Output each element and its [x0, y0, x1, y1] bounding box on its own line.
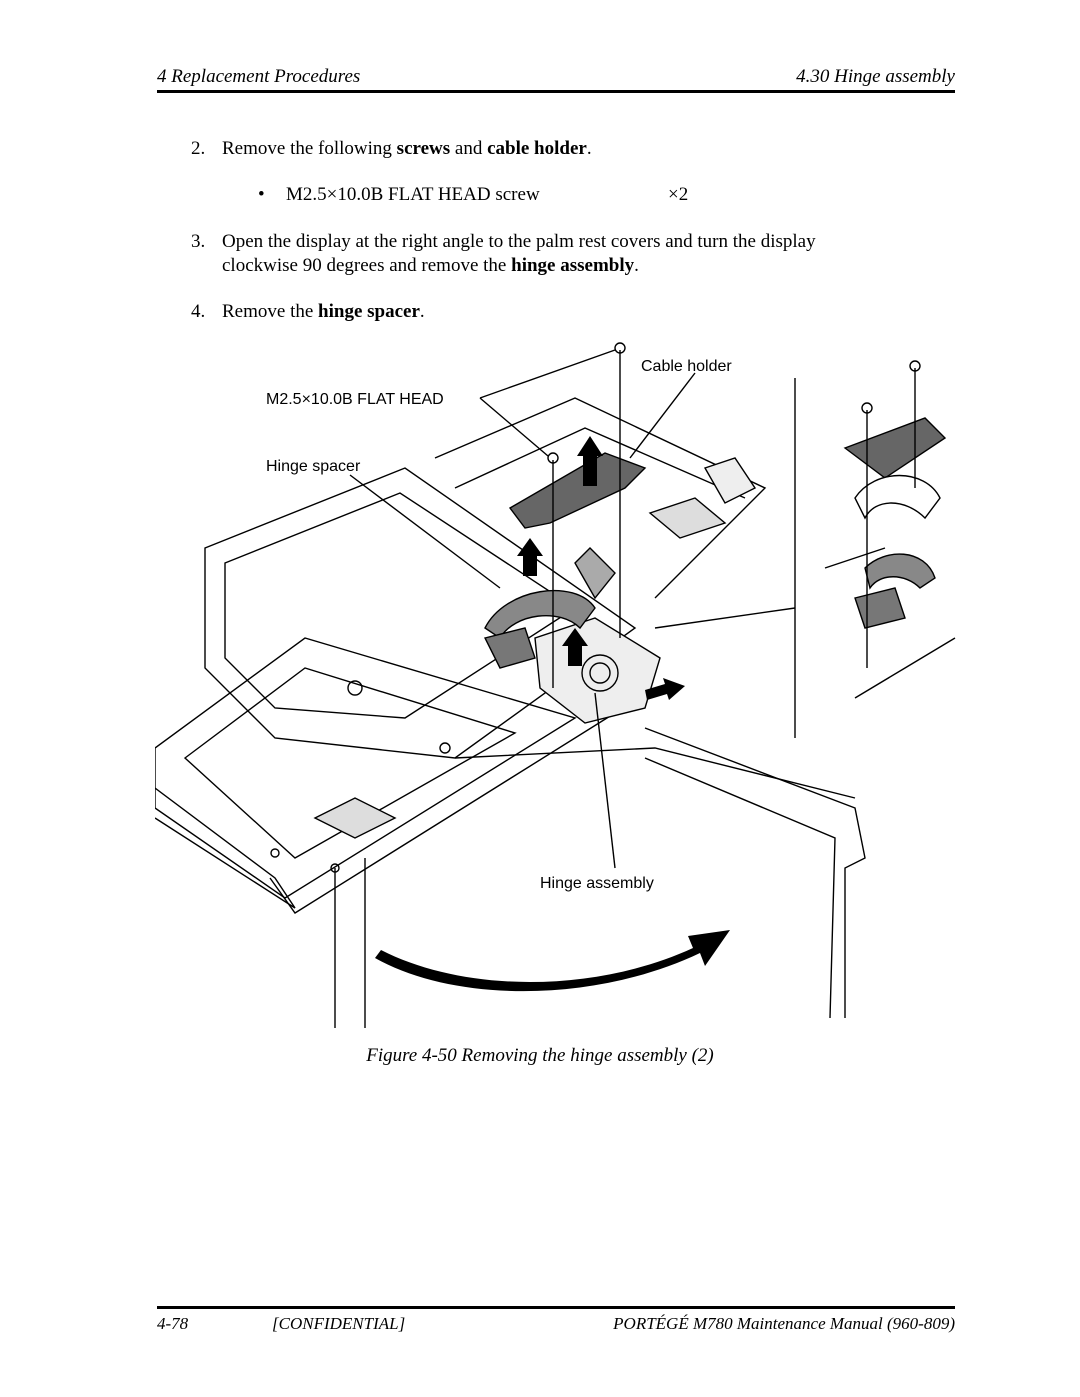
manual-title: PORTÉGÉ M780 Maintenance Manual (960-809…: [613, 1314, 955, 1333]
hinge-spacer-foot: [483, 627, 536, 669]
rotate-arrow-icon: [375, 930, 730, 992]
section-title: 4 Replacement Procedures: [157, 66, 361, 87]
inset-screw-head: [909, 360, 921, 372]
right-arrow-icon: [645, 678, 685, 700]
screw-spec: M2.5×10.0B FLAT HEAD screw: [286, 184, 540, 205]
display-right-edge: [644, 727, 866, 1018]
inset-screw-head: [861, 402, 873, 414]
inset-spacer-foot: [854, 587, 906, 629]
callout-hinge-spacer: [349, 474, 501, 589]
callout-hinge-assembly: [594, 692, 616, 869]
callout-screw: [479, 349, 616, 399]
page-footer: 4-78 [CONFIDENTIAL] PORTÉGÉ M780 Mainten…: [157, 1314, 955, 1338]
palm-rest-recess: [224, 492, 577, 719]
label-cable-holder: Cable holder: [641, 358, 732, 375]
inset-hinge: [854, 474, 941, 520]
step-text: Open the display at the right angle to t…: [222, 231, 816, 276]
hinge-assembly-diagram: Cable holder M2.5×10.0B FLAT HEAD Hinge …: [155, 342, 956, 1028]
hinge-assembly-plate: [534, 617, 661, 724]
callout-screw: [479, 397, 549, 457]
cable-holder: [508, 452, 647, 529]
boss: [347, 680, 363, 696]
boss: [270, 848, 280, 858]
connector-block: [648, 497, 727, 539]
lower-connector: [313, 797, 397, 839]
label-hinge-assembly: Hinge assembly: [540, 875, 654, 892]
hinge-pivot: [581, 654, 619, 692]
palm-rest-cover-front: [155, 637, 577, 899]
confidential-mark: [CONFIDENTIAL]: [272, 1314, 406, 1333]
screw-quantity: ×2: [668, 184, 689, 205]
step-number: 4.: [191, 301, 206, 322]
page-header: 4 Replacement Procedures 4.30 Hinge asse…: [157, 64, 955, 90]
footer-rule: [157, 1306, 955, 1309]
hinge-spacer: [484, 589, 596, 639]
up-arrow-icon: [517, 538, 543, 576]
page-number: 4-78: [157, 1314, 189, 1333]
header-rule: [157, 90, 955, 93]
label-screw: M2.5×10.0B FLAT HEAD: [266, 391, 444, 408]
figure-caption: Figure 4-50 Removing the hinge assembly …: [366, 1045, 714, 1066]
display-right-inner: [644, 757, 836, 1019]
inset-cable-holder: [843, 417, 947, 479]
callout-cable-holder: [629, 372, 696, 459]
up-arrow-icon: [577, 436, 603, 486]
upper-bay-inner: [454, 427, 746, 499]
screw-head: [547, 452, 559, 464]
inset-leader: [654, 607, 796, 629]
palm-rest-lip: [269, 687, 656, 914]
display-top-edge: [454, 747, 856, 799]
inset-leader: [824, 547, 886, 569]
inset-hinge-spacer: [864, 553, 936, 590]
hinge-pivot-inner: [589, 662, 611, 684]
corner-tab: [703, 457, 757, 504]
bullet: •: [258, 184, 265, 205]
upper-bay: [434, 397, 767, 599]
step-text: Remove the following screws and cable ho…: [222, 138, 592, 159]
up-arrow-icon: [562, 628, 588, 666]
step-number: 3.: [191, 231, 206, 252]
screw-head: [614, 342, 626, 354]
step-text: Remove the hinge spacer.: [222, 301, 425, 322]
subsection-title: 4.30 Hinge assembly: [796, 66, 955, 87]
palm-rest-edge: [155, 787, 296, 909]
step-number: 2.: [191, 138, 206, 159]
label-hinge-spacer: Hinge spacer: [266, 458, 361, 475]
inset-base: [854, 637, 956, 699]
palm-rest-inner: [183, 667, 517, 859]
hinge-block: [574, 547, 616, 600]
boss: [439, 742, 451, 754]
